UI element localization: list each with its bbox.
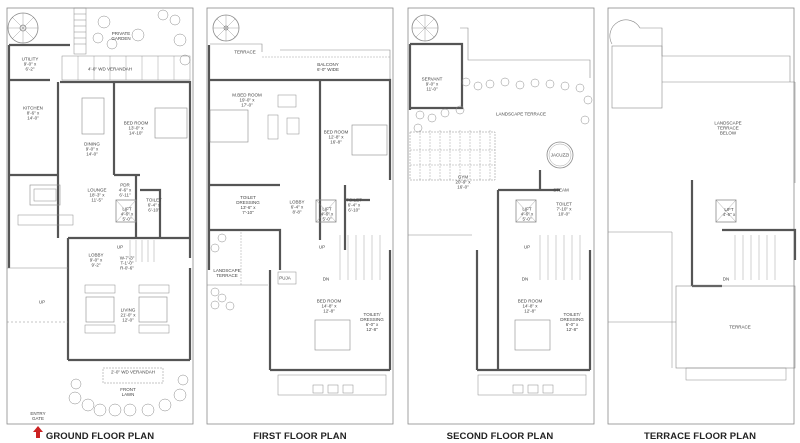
stair-up-label: UP (116, 244, 124, 250)
plan-title-first: FIRST FLOOR PLAN (253, 431, 347, 442)
ground-floor-drawing (6, 7, 194, 425)
plan-title-terrace: TERRACE FLOOR PLAN (643, 431, 757, 442)
room-lift: LIFT 4'-6" x 5'-0" (520, 206, 534, 222)
room-toilet: TOILET 6'-4" x 6'-10" (346, 197, 362, 213)
room-lobby: LOBBY 6'-4" x 8'-8" (289, 199, 305, 215)
room-toilet-dressing: TOILET DRESSING 13'-6" x 7'-10" (236, 195, 260, 215)
room-lift: LIFT 4'-6" x 5'-0" (120, 206, 134, 222)
room-terrace: TERRACE (234, 49, 256, 55)
room-bedroom: BED ROOM 12'-8" x 16'-8" (323, 129, 349, 145)
room-puja: PUJA (279, 275, 291, 281)
room-front-lawn: FRONT LAWN (120, 387, 136, 397)
first-floor-drawing (206, 7, 394, 425)
room-kitchen: KITCHEN 8'-6" x 14'-0" (23, 105, 43, 121)
room-landscape-terrace-below: LANDSCAPE TERRACE BELOW (714, 120, 742, 136)
room-balcony: BALCONY 6'-0" WIDE (317, 62, 339, 72)
stair-down-label: DN (722, 276, 730, 282)
room-steam: STEAM (553, 187, 569, 193)
stair-down-label: DN (322, 276, 330, 282)
room-servant: SERVANT 9'-0" x 11'-0" (421, 76, 443, 92)
terrace-floor-drawing (607, 7, 797, 425)
entry-arrow-icon (33, 426, 43, 438)
room-jacuzzi: JACUZZI (550, 152, 570, 158)
room-front-verandah: 2'-0" WD VERANDAH (111, 369, 155, 375)
room-front-bedroom: BED ROOM 14'-8" x 12'-8" (316, 298, 342, 314)
room-toilet: TOILET 6'-4" x 6'-10" (146, 197, 162, 213)
stair-up-label: UP (318, 244, 326, 250)
room-landscape-terrace: LANDSCAPE TERRACE (496, 111, 546, 117)
room-front-toilet-dressing: TOILET/ DRESSING 6'-0" x 12'-8" (360, 312, 384, 332)
driveway-up-label: UP (38, 299, 46, 305)
room-lift: LIFT 4'-6" x (722, 207, 736, 217)
plan-title-ground: GROUND FLOOR PLAN (45, 431, 155, 442)
room-terrace: TERRACE (729, 324, 751, 330)
room-private-garden: PRIVATE GARDEN (111, 31, 131, 41)
room-utility: UTILITY 9'-0" x 6'-2" (21, 56, 39, 72)
stair-up-label: UP (523, 244, 531, 250)
plan-title-second: SECOND FLOOR PLAN (446, 431, 554, 442)
room-dining: DINING 9'-0" x 14'-0" (84, 141, 100, 157)
stair-dimensions: W-7'-3" T-1'-0" R-0'-6" (119, 255, 135, 271)
room-gym: GYM 20'-9" x 16'-0" (455, 174, 471, 190)
room-pdr: PDR 4'-6" x 6'-11" (118, 182, 132, 198)
room-lounge: LOUNGE 18'-3" x 11'-5" (87, 187, 107, 203)
room-front-bedroom: BED ROOM 14'-8" x 12'-8" (517, 298, 543, 314)
stair-down-label: DN (521, 276, 529, 282)
room-bedroom: BED ROOM 13'-0" x 14'-10" (123, 120, 149, 136)
room-living: LIVING 21'-0" x 12'-0" (120, 307, 136, 323)
room-front-toilet-dressing: TOILET/ DRESSING 6'-0" x 12'-8" (560, 312, 584, 332)
second-floor-drawing (407, 7, 595, 425)
room-lobby: LOBBY 9'-0" x 9'-2" (88, 252, 104, 268)
room-landscape-terrace: LANDSCAPE TERRACE (213, 268, 241, 278)
room-master-bedroom: M.BED ROOM 19'-0" x 17'-0" (232, 92, 262, 108)
entry-gate-label: ENTRY GATE (30, 411, 46, 421)
room-toilet: TOILET 7'-10" x 10'-0" (556, 201, 572, 217)
room-lift: LIFT 4'-6" x 5'-0" (320, 206, 334, 222)
room-back-verandah: 4'-0" WD VERANDAH (88, 66, 132, 72)
